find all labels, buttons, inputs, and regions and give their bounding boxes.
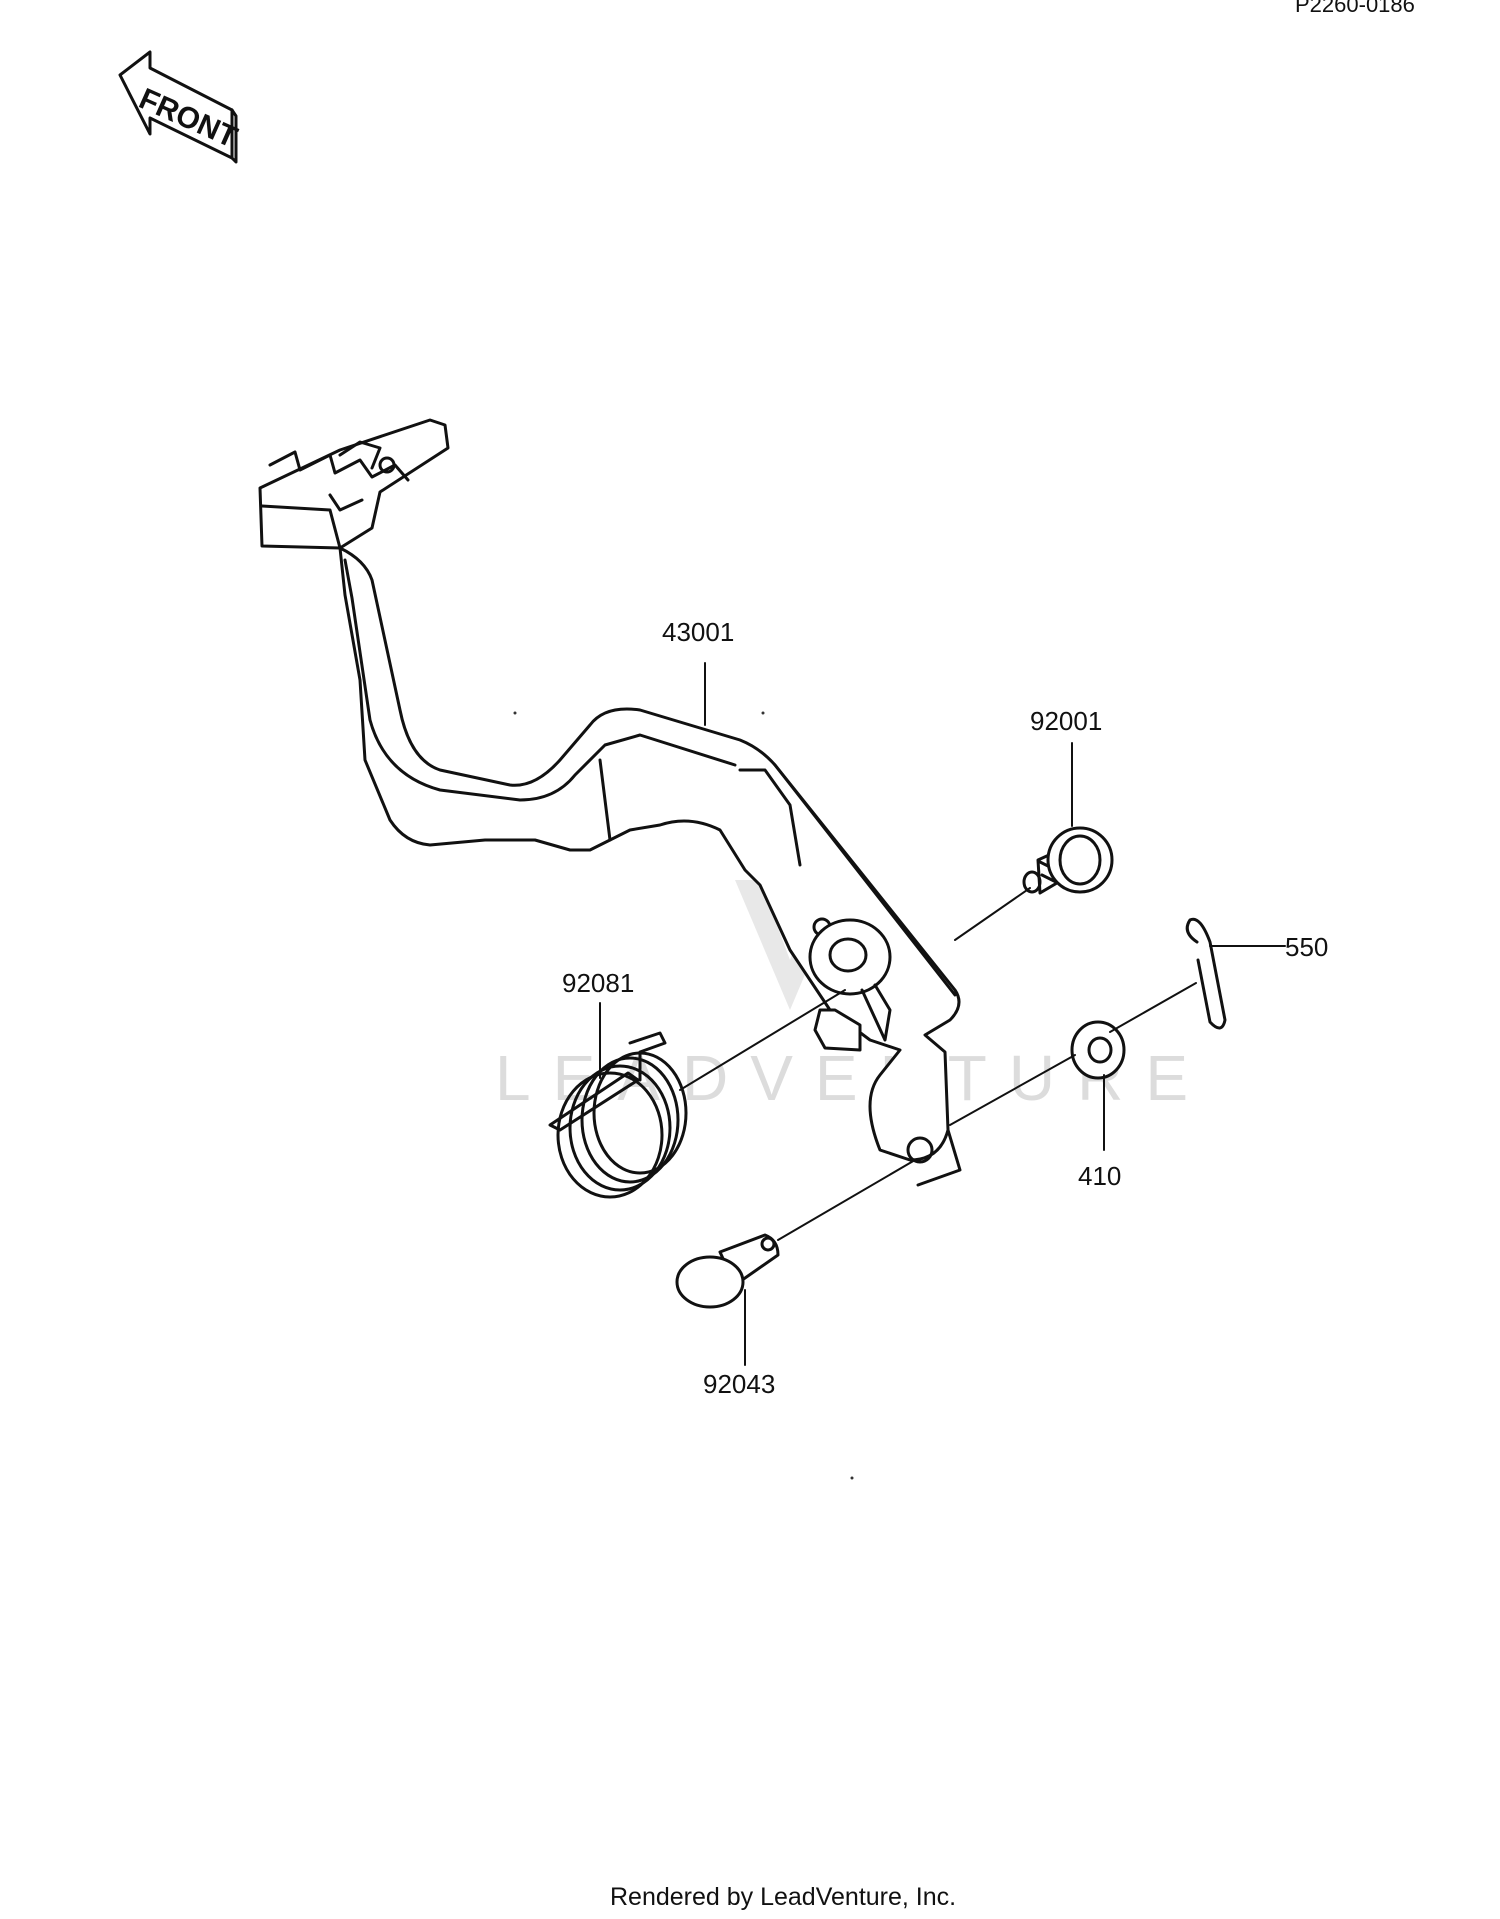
footer-credit: Rendered by LeadVenture, Inc. (610, 1883, 956, 1911)
part-label-92001[interactable]: 92001 (1030, 706, 1102, 736)
part-label-410[interactable]: 410 (1078, 1161, 1121, 1191)
part-label-43001[interactable]: 43001 (662, 617, 734, 647)
dot-mark (513, 711, 517, 715)
axis-line-410-550 (1109, 982, 1197, 1033)
axis-line-92081 (679, 989, 846, 1091)
axis-line-92001 (954, 887, 1031, 941)
spring-92081 (548, 1031, 688, 1199)
cotter-pin-550 (1185, 917, 1227, 1030)
axis-line-410 (949, 1054, 1076, 1126)
part-label-92043[interactable]: 92043 (703, 1369, 775, 1399)
front-arrow-icon: FRONT (118, 50, 242, 164)
washer-410 (1070, 1020, 1126, 1080)
dot-mark (850, 1476, 854, 1480)
part-label-550[interactable]: 550 (1285, 932, 1328, 962)
brake-pedal (258, 418, 962, 1187)
diagram-code: P2260-0186 (1295, 0, 1415, 17)
bolt-92001 (1022, 826, 1114, 895)
axis-line-92043 (777, 1159, 916, 1241)
clevis-pin-92043 (675, 1233, 780, 1309)
part-label-92081[interactable]: 92081 (562, 968, 634, 998)
dot-mark (761, 711, 765, 715)
